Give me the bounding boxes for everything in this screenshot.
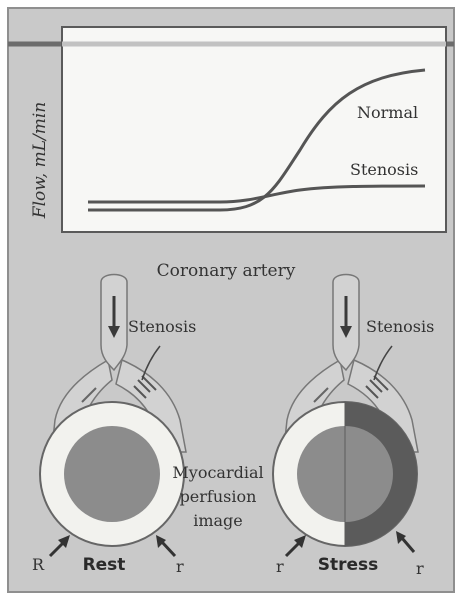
stenosis-curve-label: Stenosis bbox=[350, 160, 418, 179]
perfusion-label-line-2: perfusion bbox=[180, 487, 257, 506]
perfusion-label-line-1: Myocardial bbox=[172, 463, 263, 482]
perfusion-label-line-3: image bbox=[193, 511, 243, 530]
flow-graph: Flow, mL/min Normal Stenosis bbox=[30, 27, 446, 232]
stress-right-arrow-label: r bbox=[416, 559, 424, 578]
y-axis-label: Flow, mL/min bbox=[30, 102, 50, 219]
rest-caption: Rest bbox=[83, 555, 126, 575]
stress-caption: Stress bbox=[318, 555, 379, 575]
normal-curve-label: Normal bbox=[357, 103, 418, 122]
stress-stenosis-label: Stenosis bbox=[366, 317, 434, 336]
rest-right-arrow-label: r bbox=[176, 557, 184, 576]
rest-perfusion-core bbox=[64, 426, 160, 522]
rest-left-arrow-label: R bbox=[32, 555, 45, 574]
rest-stenosis-label: Stenosis bbox=[128, 317, 196, 336]
diagram-title: Coronary artery bbox=[157, 261, 296, 281]
stress-left-arrow-label: r bbox=[276, 557, 284, 576]
